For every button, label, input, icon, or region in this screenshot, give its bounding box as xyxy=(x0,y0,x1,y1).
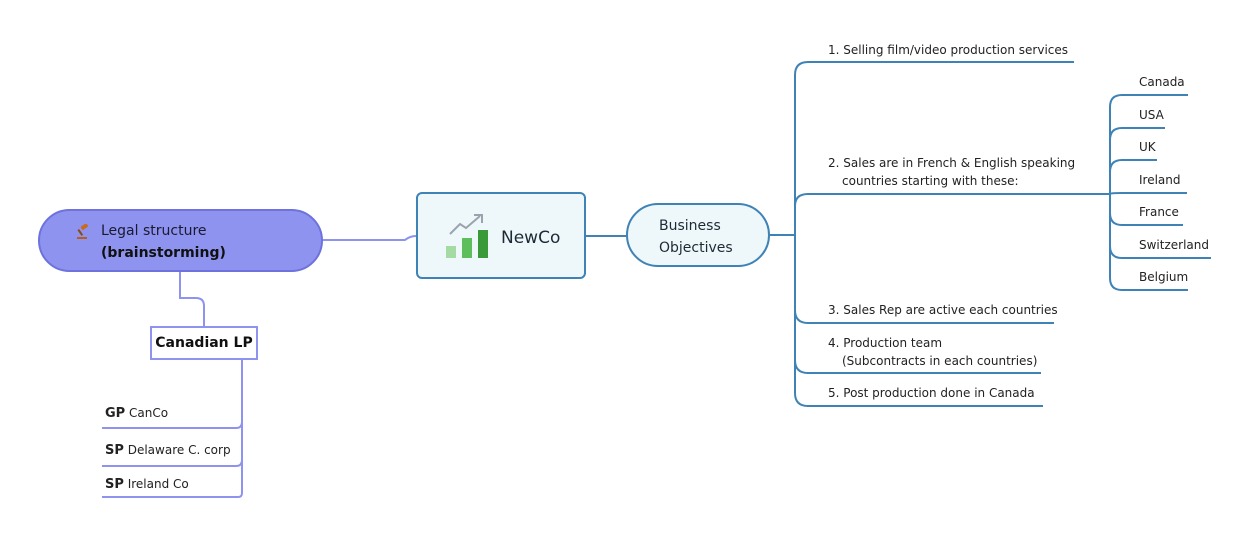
partner-name: CanCo xyxy=(129,406,169,420)
objective-2-line1[interactable]: 2. Sales are in French & English speakin… xyxy=(828,156,1076,170)
topic-business-objectives-line1: Business xyxy=(659,218,721,234)
topic-legal-structure-title: Legal structure xyxy=(101,223,207,239)
connector-canadianlp-partners xyxy=(102,360,243,498)
objective-2-line2[interactable]: countries starting with these: xyxy=(842,174,1019,188)
country-switzerland[interactable]: Switzerland xyxy=(1139,238,1209,252)
country-belgium[interactable]: Belgium xyxy=(1139,270,1189,284)
objective-4-line2[interactable]: (Subcontracts in each countries) xyxy=(842,354,1038,368)
partner-role: SP xyxy=(105,443,124,458)
country-ireland[interactable]: Ireland xyxy=(1139,173,1181,187)
connector-partner-sp-delaware xyxy=(102,459,243,467)
topic-business-objectives[interactable]: Business Objectives xyxy=(626,203,770,267)
topic-newco-label: NewCo xyxy=(501,228,561,248)
objective-1[interactable]: 1. Selling film/video production service… xyxy=(828,43,1069,57)
branch-country-usa xyxy=(1109,127,1165,141)
partner-role: SP xyxy=(105,477,124,492)
country-canada[interactable]: Canada xyxy=(1139,75,1185,89)
branch-country-belgium xyxy=(1109,246,1188,291)
connector-partner-gp xyxy=(102,421,243,429)
topic-business-objectives-line2: Objectives xyxy=(659,240,733,256)
branch-objective-5 xyxy=(794,360,1043,407)
objective-3[interactable]: 3. Sales Rep are active each countries xyxy=(828,303,1058,317)
topic-canadian-lp[interactable]: Canadian LP xyxy=(150,326,258,360)
branch-country-ireland xyxy=(1109,192,1187,195)
partner-gp[interactable]: GP CanCo xyxy=(105,406,168,421)
connector-legal-canadianlp xyxy=(179,272,205,326)
topic-newco[interactable]: NewCo xyxy=(416,192,586,279)
branch-objective-1 xyxy=(794,61,1074,235)
country-usa[interactable]: USA xyxy=(1139,108,1164,122)
partner-role: GP xyxy=(105,406,126,421)
branch-country-canada xyxy=(1109,94,1188,194)
objective-4-line1[interactable]: 4. Production team xyxy=(828,336,943,350)
growth-chart-icon xyxy=(446,214,488,258)
partner-sp-delaware[interactable]: SP Delaware C. corp xyxy=(105,443,231,458)
partner-name: Ireland Co xyxy=(127,477,189,491)
topic-legal-structure[interactable]: Legal structure (brainstorming) xyxy=(38,209,323,272)
partner-sp-ireland[interactable]: SP Ireland Co xyxy=(105,477,189,492)
objective-5[interactable]: 5. Post production done in Canada xyxy=(828,386,1035,400)
country-france[interactable]: France xyxy=(1139,205,1179,219)
gavel-icon xyxy=(77,224,89,239)
branch-objective-2 xyxy=(794,193,1110,235)
branch-country-uk xyxy=(1109,159,1157,173)
connector-legal-newco xyxy=(323,235,417,241)
country-uk[interactable]: UK xyxy=(1139,140,1156,154)
topic-legal-structure-subtitle: (brainstorming) xyxy=(101,245,226,261)
partner-name: Delaware C. corp xyxy=(127,443,231,457)
